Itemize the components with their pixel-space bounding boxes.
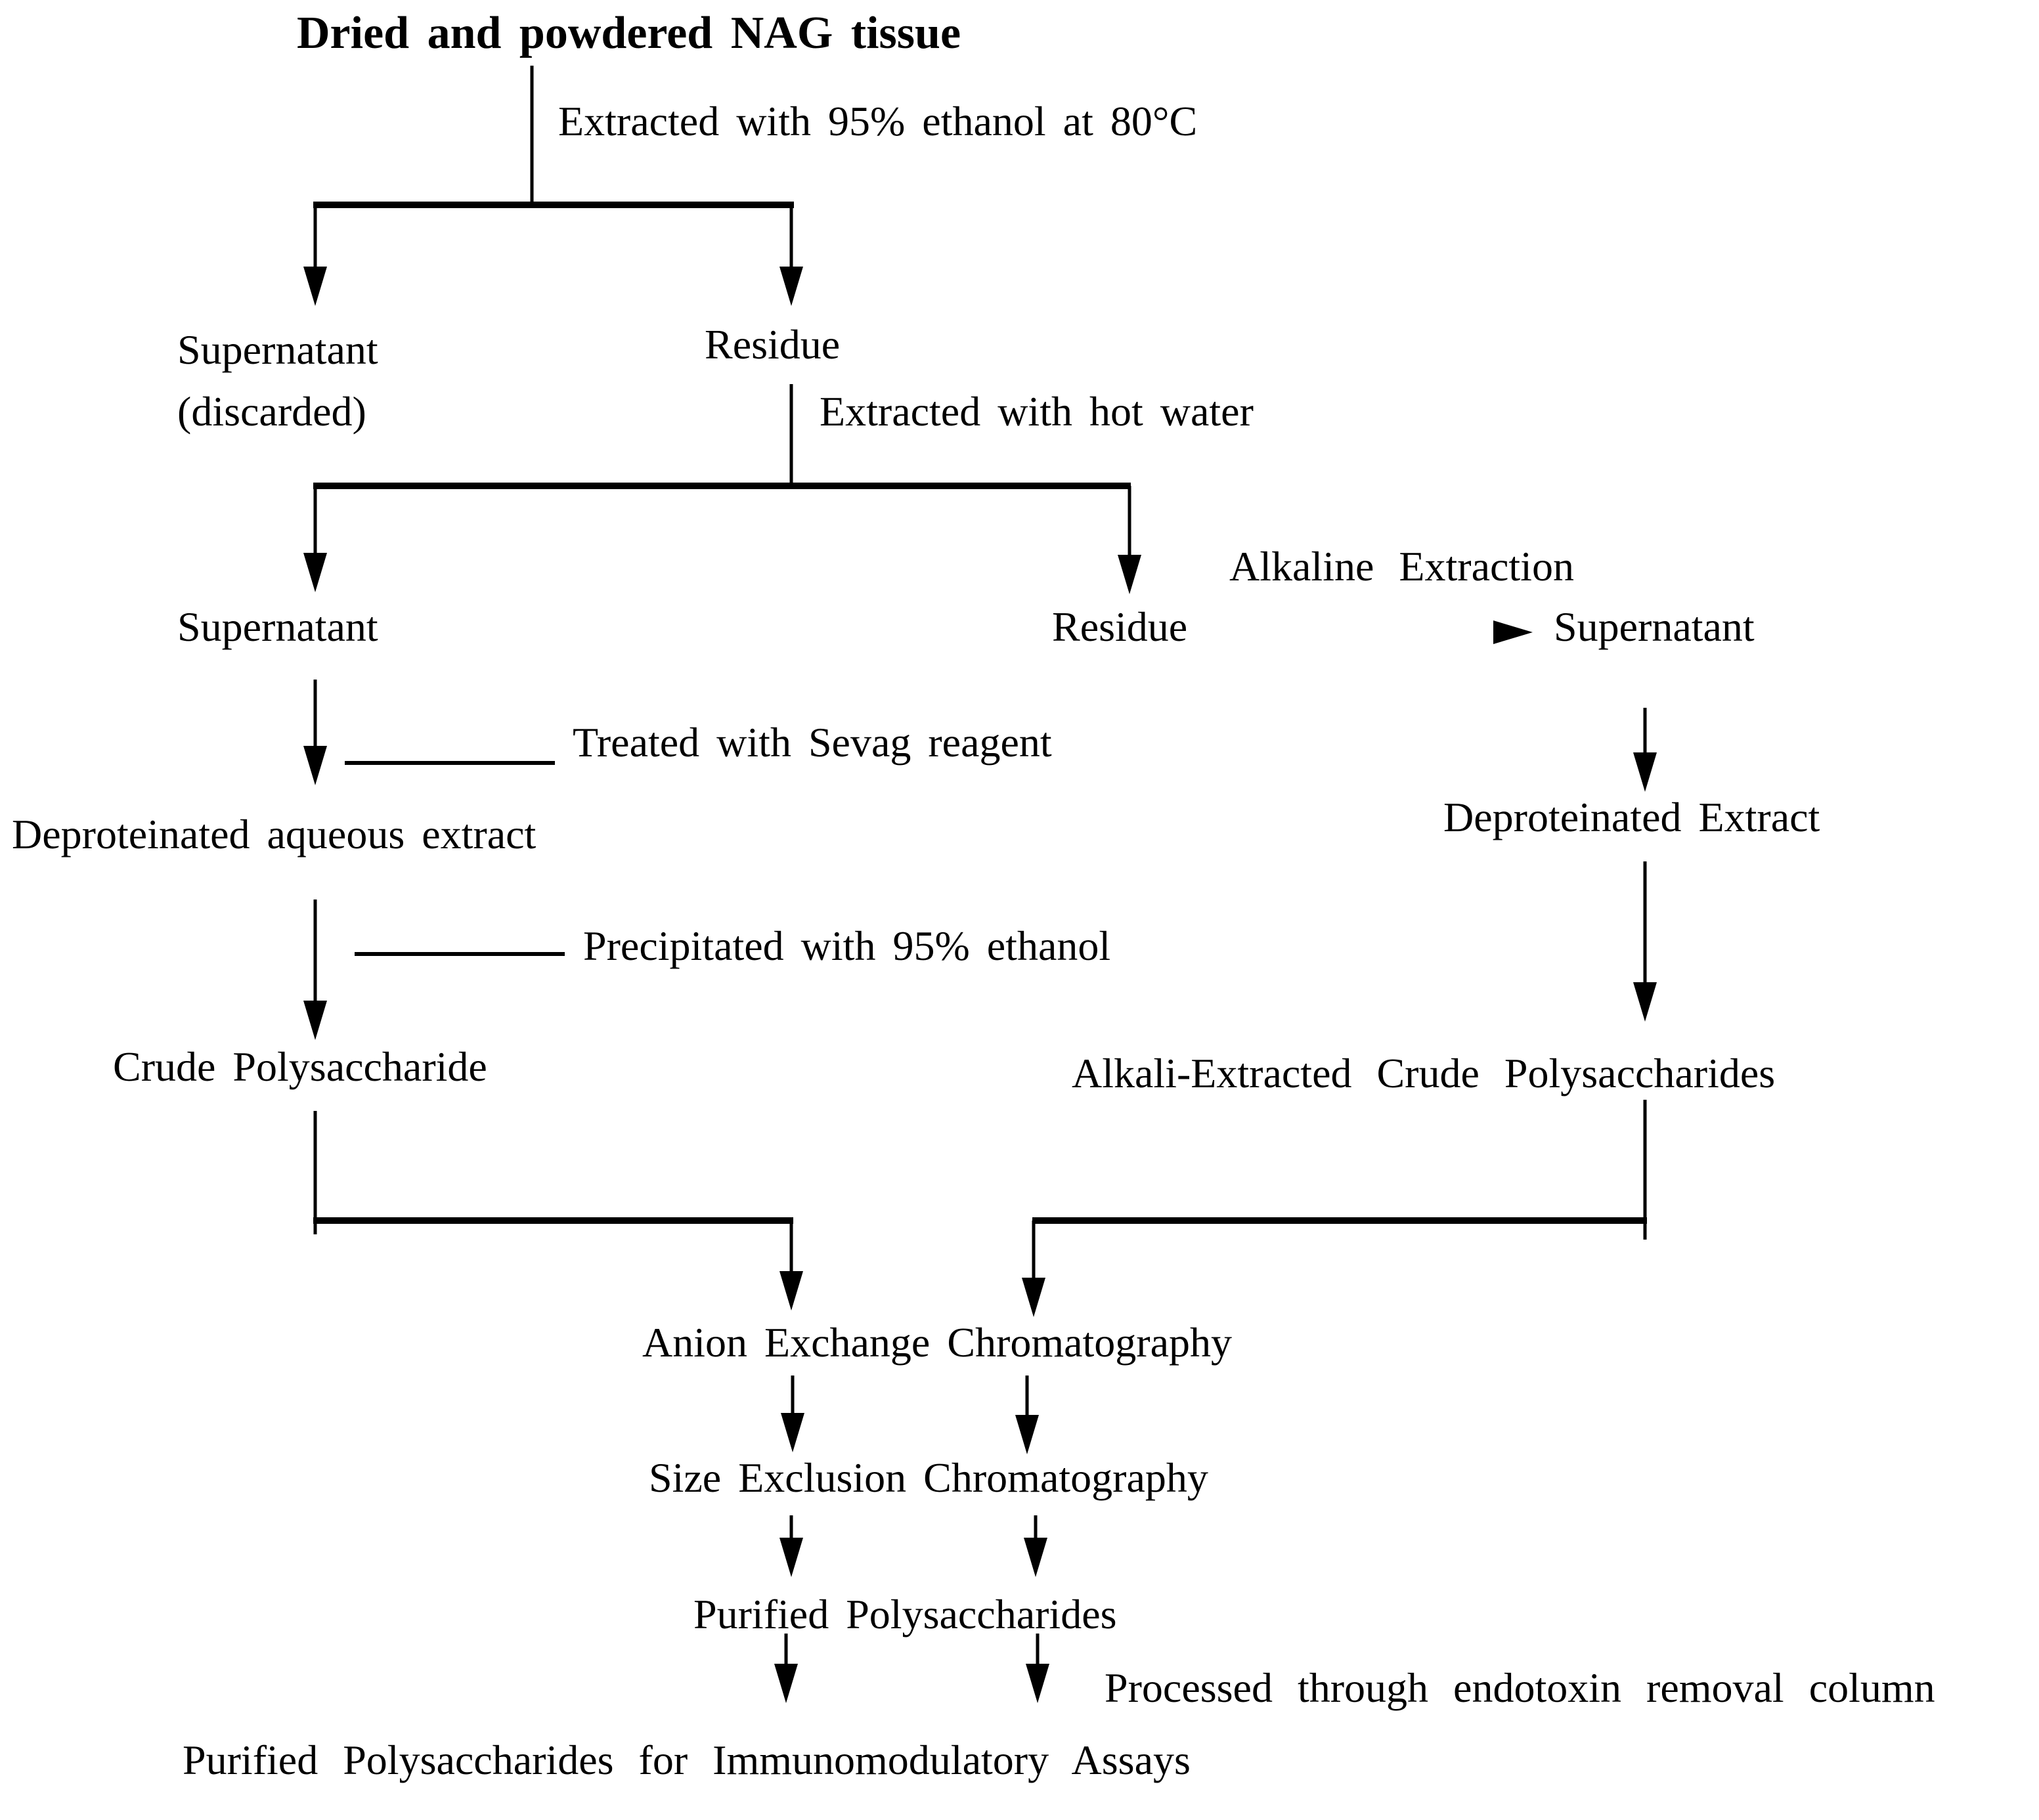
edge-label-alkaline-extraction: Alkaline Extraction — [1229, 543, 1574, 590]
node-alkali-extracted-crude-polysaccharides: Alkali-Extracted Crude Polysaccharides — [1072, 1050, 1776, 1096]
arrow-down-icon — [1118, 486, 1141, 594]
node-size-exclusion-chromatography: Size Exclusion Chromatography — [649, 1454, 1208, 1501]
connector-residue-down — [313, 384, 1131, 489]
arrow-down-icon — [303, 680, 327, 785]
arrow-down-icon — [1022, 1221, 1045, 1317]
node-residue-2: Residue — [1052, 603, 1188, 650]
node-supernatant-discarded-note: (discarded) — [177, 388, 366, 435]
arrow-down-icon — [779, 1221, 803, 1311]
arrow-down-icon — [303, 486, 327, 592]
node-anion-exchange-chromatography: Anion Exchange Chromatography — [642, 1319, 1232, 1366]
connector-right-merge — [1032, 1100, 1647, 1240]
arrow-down-icon — [303, 205, 327, 306]
connector-title-down — [313, 66, 794, 208]
arrow-down-icon — [1633, 861, 1657, 1022]
arrow-down-icon — [779, 1515, 803, 1577]
arrow-right-icon — [1258, 620, 1533, 644]
node-supernatant-3: Supernatant — [1554, 603, 1755, 650]
node-deproteinated-aqueous-extract: Deproteinated aqueous extract — [12, 811, 537, 857]
edge-label-sevag-reagent: Treated with Sevag reagent — [573, 719, 1052, 766]
edge-label-precipitated-ethanol: Precipitated with 95% ethanol — [583, 922, 1111, 969]
edge-label-extracted-hot-water: Extracted with hot water — [820, 388, 1254, 435]
connector-left-merge — [313, 1111, 793, 1234]
node-purified-polysaccharides-immunomodulatory-assays: Purified Polysaccharides for Immunomodul… — [183, 1737, 1191, 1783]
arrow-down-icon — [1026, 1634, 1049, 1703]
node-deproteinated-extract: Deproteinated Extract — [1443, 794, 1820, 840]
arrow-down-icon — [781, 1376, 804, 1452]
arrow-down-icon — [303, 899, 327, 1040]
arrow-down-icon — [1015, 1376, 1039, 1454]
node-dried-powdered-nag-tissue: Dried and powdered NAG tissue — [297, 8, 961, 58]
node-purified-polysaccharides: Purified Polysaccharides — [693, 1591, 1117, 1637]
node-crude-polysaccharide: Crude Polysaccharide — [113, 1043, 487, 1090]
node-residue-1: Residue — [705, 321, 841, 368]
edge-label-extracted-ethanol: Extracted with 95% ethanol at 80°C — [558, 98, 1198, 144]
arrow-down-icon — [1633, 708, 1657, 792]
edge-label-endotoxin-removal: Processed through endotoxin removal colu… — [1105, 1664, 1935, 1711]
node-supernatant-2: Supernatant — [177, 603, 378, 650]
node-supernatant-discarded: Supernatant — [177, 326, 378, 373]
arrow-down-icon — [1024, 1515, 1047, 1577]
arrow-down-icon — [774, 1634, 798, 1703]
arrow-down-icon — [779, 205, 803, 306]
